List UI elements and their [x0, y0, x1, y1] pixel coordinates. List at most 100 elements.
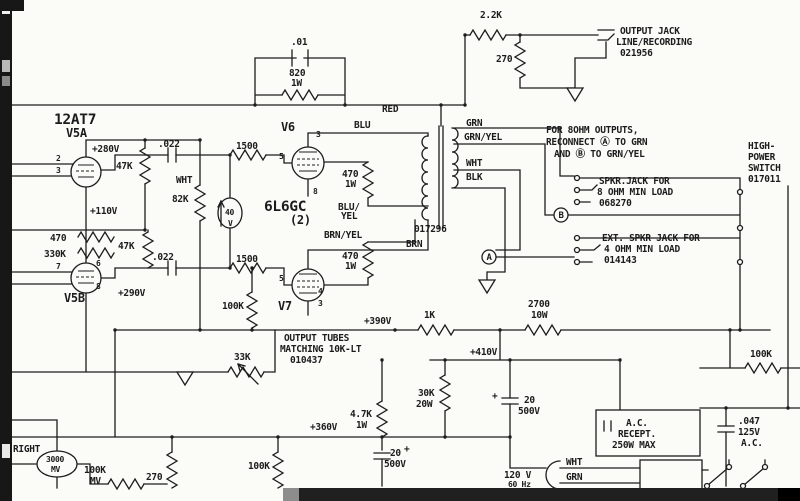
label-match-2: MATCHING 10K-LT — [280, 344, 362, 355]
wires-top — [11, 29, 615, 127]
tube-v6 — [291, 146, 325, 180]
label-pin8b: 8 — [96, 282, 101, 291]
label-r470b-w: 1W — [345, 261, 356, 272]
label-brn: BRN — [406, 239, 423, 250]
label-mvbl: MV — [90, 476, 101, 487]
label-pin2: 2 — [56, 154, 61, 163]
label-ext-3: 014143 — [604, 255, 637, 266]
label-plus-2: + — [404, 444, 410, 455]
label-c022b: .022 — [152, 252, 174, 263]
label-spkr-1: SPKR.JACK FOR — [599, 176, 670, 187]
label-v6pin5: 5 — [279, 152, 284, 161]
label-ext-1: EXT. SPKR JACK FOR — [602, 233, 700, 244]
label-xfmr-number: 017296 — [414, 224, 447, 235]
label-blk: BLK — [466, 172, 483, 183]
label-brnyel: BRN/YEL — [324, 230, 363, 241]
wires-left — [11, 139, 293, 385]
label-ac-1: A.C. — [626, 418, 648, 429]
label-r820w: 1W — [291, 78, 302, 89]
label-v6pin3: 3 — [316, 130, 321, 139]
label-r270bl: 270 — [146, 472, 163, 483]
label-r1k: 1K — [424, 310, 435, 321]
label-wht-x: WHT — [466, 158, 483, 169]
label-v7pin3: 3 — [318, 299, 323, 308]
label-410v: +410V — [470, 347, 498, 358]
label-output-jack-2: LINE/RECORDING — [616, 37, 692, 48]
corner-mark — [0, 0, 24, 11]
label-spkr-3: 068270 — [599, 198, 632, 209]
label-terminal-a: A — [486, 253, 492, 263]
label-mv3000b: MV — [51, 465, 61, 474]
label-pin7: 7 — [56, 262, 61, 271]
label-r270-top: 270 — [496, 54, 513, 65]
label-r47k1w: 4.7K — [350, 409, 372, 420]
label-ac-2: RECEPT. — [618, 429, 656, 440]
label-r100kb2: 100K — [248, 461, 270, 472]
label-r1500a: 1500 — [236, 141, 258, 152]
label-r30kw: 20W — [416, 399, 433, 410]
label-v5a: V5A — [66, 126, 88, 140]
wires-secondary — [453, 127, 789, 409]
label-6l6gc-qty: (2) — [290, 213, 311, 227]
label-r330k: 330K — [44, 249, 66, 260]
label-c20b-v: 500V — [384, 459, 406, 470]
label-v7pin4: 4 — [318, 287, 323, 296]
label-r470l: 470 — [50, 233, 67, 244]
label-v6pin8: 8 — [313, 187, 318, 196]
label-r100kbl: 100K — [84, 465, 106, 476]
label-match-1: OUTPUT TUBES — [284, 333, 350, 344]
label-hp-1: HIGH- — [748, 141, 775, 152]
label-c20a: 20 — [524, 395, 535, 406]
ac-receptacle — [595, 409, 701, 457]
label-pin3: 3 — [56, 166, 61, 175]
label-ac-3: 250W MAX — [612, 440, 656, 451]
label-290v: +290V — [118, 288, 146, 299]
label-r33k: 33K — [234, 352, 251, 363]
label-r30k: 30K — [418, 388, 435, 399]
label-r47ka: 47K — [116, 161, 133, 172]
label-r470a: 470 — [342, 169, 359, 180]
bottom-scrollbar[interactable] — [283, 488, 800, 501]
label-hp-3: SWITCH — [748, 163, 781, 174]
scrollbar-right-cap[interactable] — [778, 488, 800, 501]
label-r470b: 470 — [342, 251, 359, 262]
label-terminal-b: B — [558, 211, 564, 221]
label-c047-v: 125V — [738, 427, 760, 438]
label-mv3000: 3000 — [46, 455, 65, 464]
labels: 12AT7 V5A V5B V6 V7 6L6GC (2) +280V +110… — [13, 10, 781, 489]
label-wht-l: WHT — [176, 175, 193, 186]
label-60hz: 60 Hz — [508, 480, 531, 489]
label-v6: V6 — [281, 120, 295, 134]
label-280v: +280V — [92, 144, 120, 155]
terminal-b — [553, 207, 569, 223]
label-note-3: AND Ⓑ TO GRN/YEL — [554, 148, 645, 160]
label-cap-01: .01 — [291, 37, 308, 48]
film-edge-strip — [0, 0, 12, 501]
label-grnyel: GRN/YEL — [464, 132, 503, 143]
label-390v: +390V — [364, 316, 392, 327]
scrollbar-left-cap[interactable] — [283, 488, 299, 501]
label-v7pin5: 5 — [279, 274, 284, 283]
label-blu: BLU — [354, 120, 371, 131]
label-output-jack-3: 021956 — [620, 48, 653, 59]
label-match-3: 010437 — [290, 355, 323, 366]
label-r100kr: 100K — [750, 349, 772, 360]
label-c022a: .022 — [158, 139, 180, 150]
label-bluyel-1: BLU/ — [338, 202, 360, 213]
label-c20b: 20 — [390, 448, 401, 459]
label-hp-4: 017011 — [748, 174, 781, 185]
label-hp-2: POWER — [748, 152, 776, 163]
label-wht-b: WHT — [566, 457, 583, 468]
label-v5b: V5B — [64, 291, 85, 305]
label-m40v: V — [228, 219, 233, 228]
label-r82k: 82K — [172, 194, 189, 205]
label-spkr-2: 8 OHM MIN LOAD — [597, 187, 673, 198]
label-c047: .047 — [738, 416, 760, 427]
junction-dots — [113, 33, 790, 439]
jack-contacts — [573, 174, 744, 266]
label-note-1: FOR 8OHM OUTPUTS, — [546, 125, 638, 136]
label-r100ka: 100K — [222, 301, 244, 312]
terminal-a — [481, 249, 497, 265]
